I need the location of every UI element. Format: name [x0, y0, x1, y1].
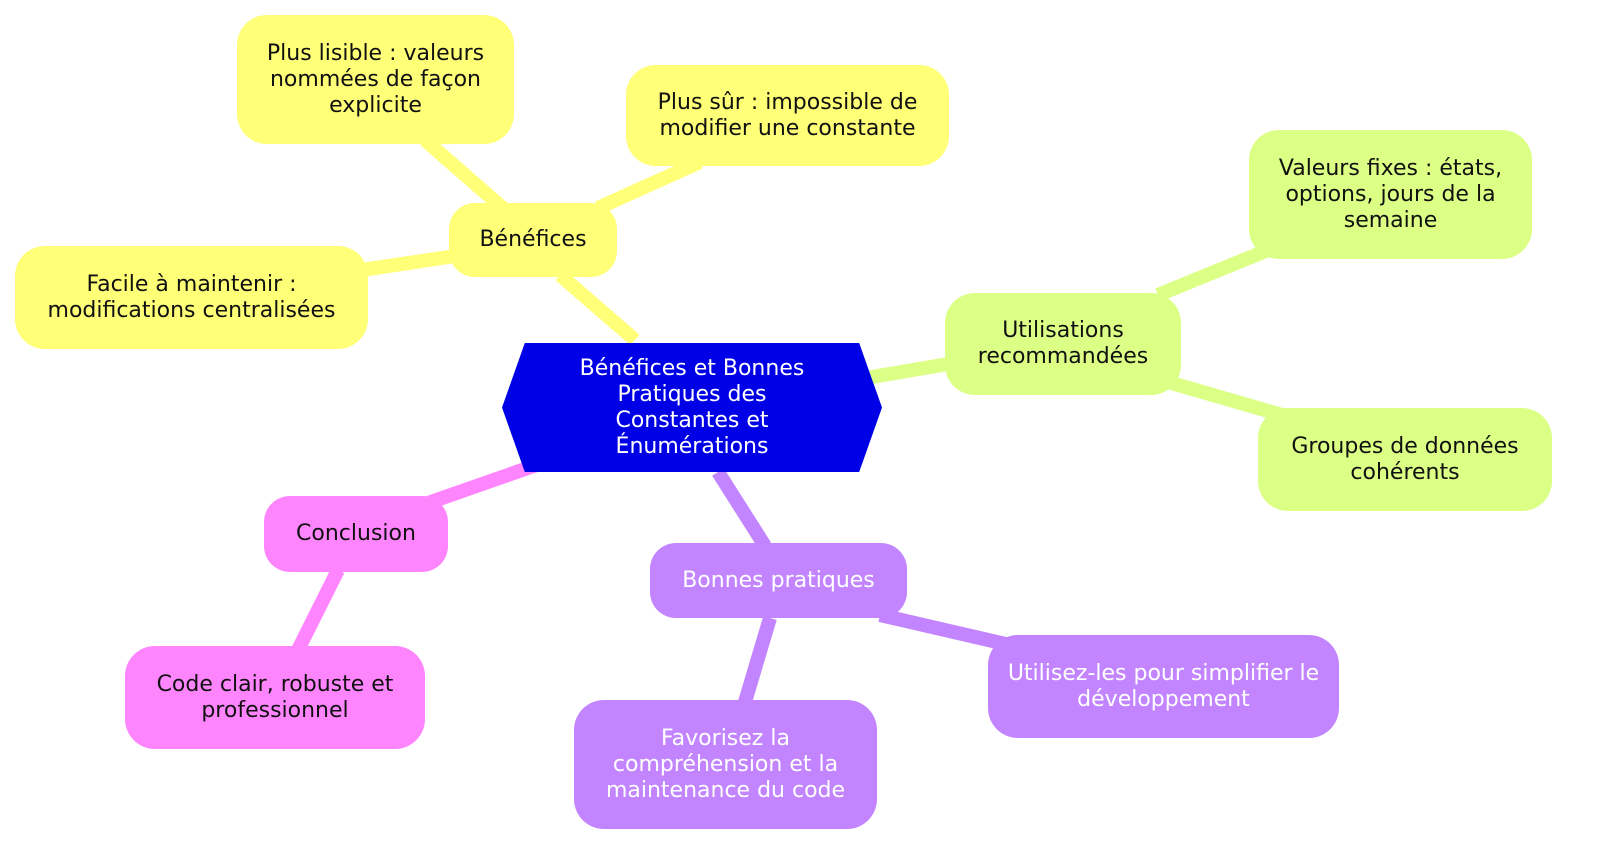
edge-root-benefices [555, 269, 640, 346]
node-facile-maintenir-label: Facile à maintenir : modifications centr… [47, 271, 336, 323]
root-node[interactable]: Bénéfices et Bonnes Pratiques des Consta… [502, 343, 882, 472]
node-benefices[interactable]: Bénéfices [449, 203, 617, 277]
edge-utilisations-groupes [1166, 375, 1284, 422]
node-favorisez[interactable]: Favorisez la compréhension et la mainten… [574, 700, 877, 829]
node-plus-lisible[interactable]: Plus lisible : valeurs nommées de façon … [237, 15, 514, 144]
node-bonnes-pratiques[interactable]: Bonnes pratiques [650, 543, 907, 618]
node-plus-sur-label: Plus sûr : impossible de modifier une co… [657, 89, 918, 141]
node-valeurs-fixes[interactable]: Valeurs fixes : états, options, jours de… [1249, 130, 1532, 259]
edge-benefices-sur [595, 155, 703, 215]
node-groupes-donnees[interactable]: Groupes de données cohérents [1258, 408, 1552, 511]
edge-pratiques-favorisez [738, 616, 777, 704]
node-utilisez[interactable]: Utilisez-les pour simplifier le développ… [988, 635, 1339, 738]
edge-pratiques-utilisez [878, 608, 1012, 652]
node-benefices-label: Bénéfices [479, 227, 587, 252]
node-conclusion-label: Conclusion [296, 521, 416, 546]
edge-utilisations-valeurs [1155, 243, 1271, 302]
edge-root-utilisations [864, 357, 950, 385]
node-bonnes-pratiques-label: Bonnes pratiques [682, 567, 875, 593]
edge-conclusion-code [291, 566, 345, 654]
node-code-clair[interactable]: Code clair, robuste et professionnel [125, 646, 425, 749]
node-plus-sur[interactable]: Plus sûr : impossible de modifier une co… [626, 65, 949, 166]
node-utilisations[interactable]: Utilisations recommandées [945, 293, 1181, 395]
node-groupes-donnees-label: Groupes de données cohérents [1291, 433, 1519, 485]
edge-benefices-lisible [420, 134, 510, 216]
node-code-clair-label: Code clair, robuste et professionnel [156, 671, 394, 723]
edge-root-pratiques [712, 468, 771, 550]
edge-benefices-maintenir [360, 249, 457, 277]
root-label: Bénéfices et Bonnes Pratiques des Consta… [579, 355, 805, 459]
node-plus-lisible-label: Plus lisible : valeurs nommées de façon … [266, 40, 485, 118]
node-conclusion[interactable]: Conclusion [264, 496, 448, 572]
node-facile-maintenir[interactable]: Facile à maintenir : modifications centr… [15, 246, 368, 349]
node-valeurs-fixes-label: Valeurs fixes : états, options, jours de… [1278, 155, 1503, 233]
node-utilisez-label: Utilisez-les pour simplifier le développ… [1007, 660, 1320, 712]
node-favorisez-label: Favorisez la compréhension et la mainten… [605, 725, 846, 803]
node-utilisations-label: Utilisations recommandées [977, 318, 1149, 369]
